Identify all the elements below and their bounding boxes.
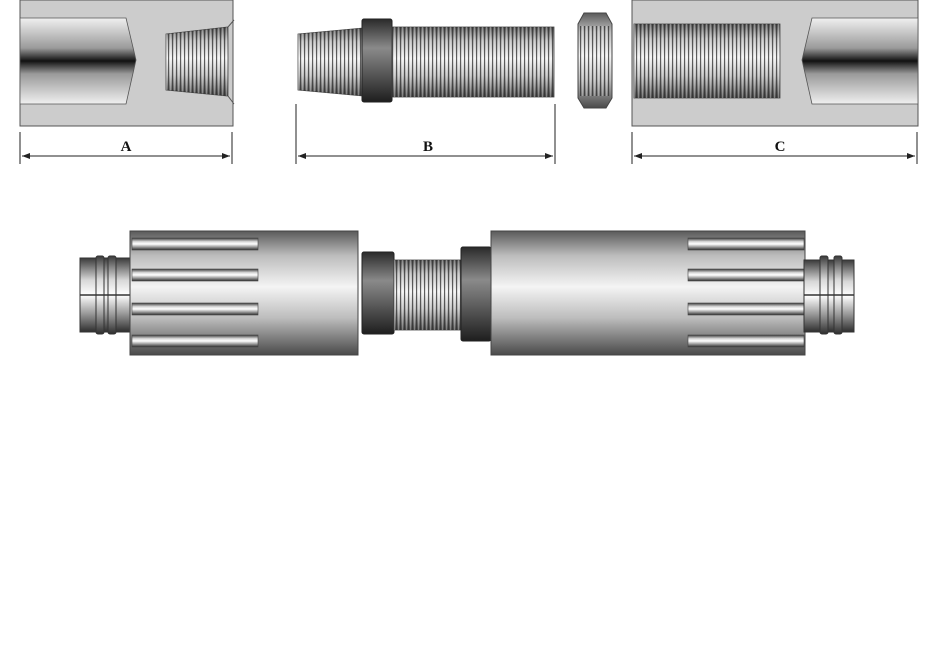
center-collar [361, 251, 395, 335]
dimension-label-a: A [121, 139, 132, 155]
part-c-thread [633, 23, 781, 99]
dimension-a [19, 132, 233, 164]
part-c-bore [801, 17, 919, 105]
right-sleeve-flutes [687, 237, 805, 348]
left-sleeve [129, 230, 359, 356]
dimension-label-b: B [423, 139, 433, 155]
hex-nut [577, 12, 613, 109]
center-nut [460, 246, 492, 342]
part-b-tapered-thread [297, 27, 365, 97]
part-b-straight-thread [391, 26, 555, 98]
part-c [631, 0, 919, 127]
dimension-b [295, 104, 556, 164]
center-thread [393, 259, 463, 331]
part-b-collar [361, 18, 393, 103]
right-end-rod [803, 255, 855, 335]
part-a-bore [19, 17, 137, 105]
left-end-rod [79, 255, 133, 335]
right-sleeve [490, 230, 806, 356]
dimension-label-c: C [775, 139, 786, 155]
part-b [297, 18, 555, 103]
part-a [19, 0, 235, 127]
left-sleeve-flutes [131, 237, 259, 348]
dimension-c [631, 132, 918, 164]
assembled-coupling [79, 230, 855, 356]
part-a-thread-socket [165, 19, 235, 105]
